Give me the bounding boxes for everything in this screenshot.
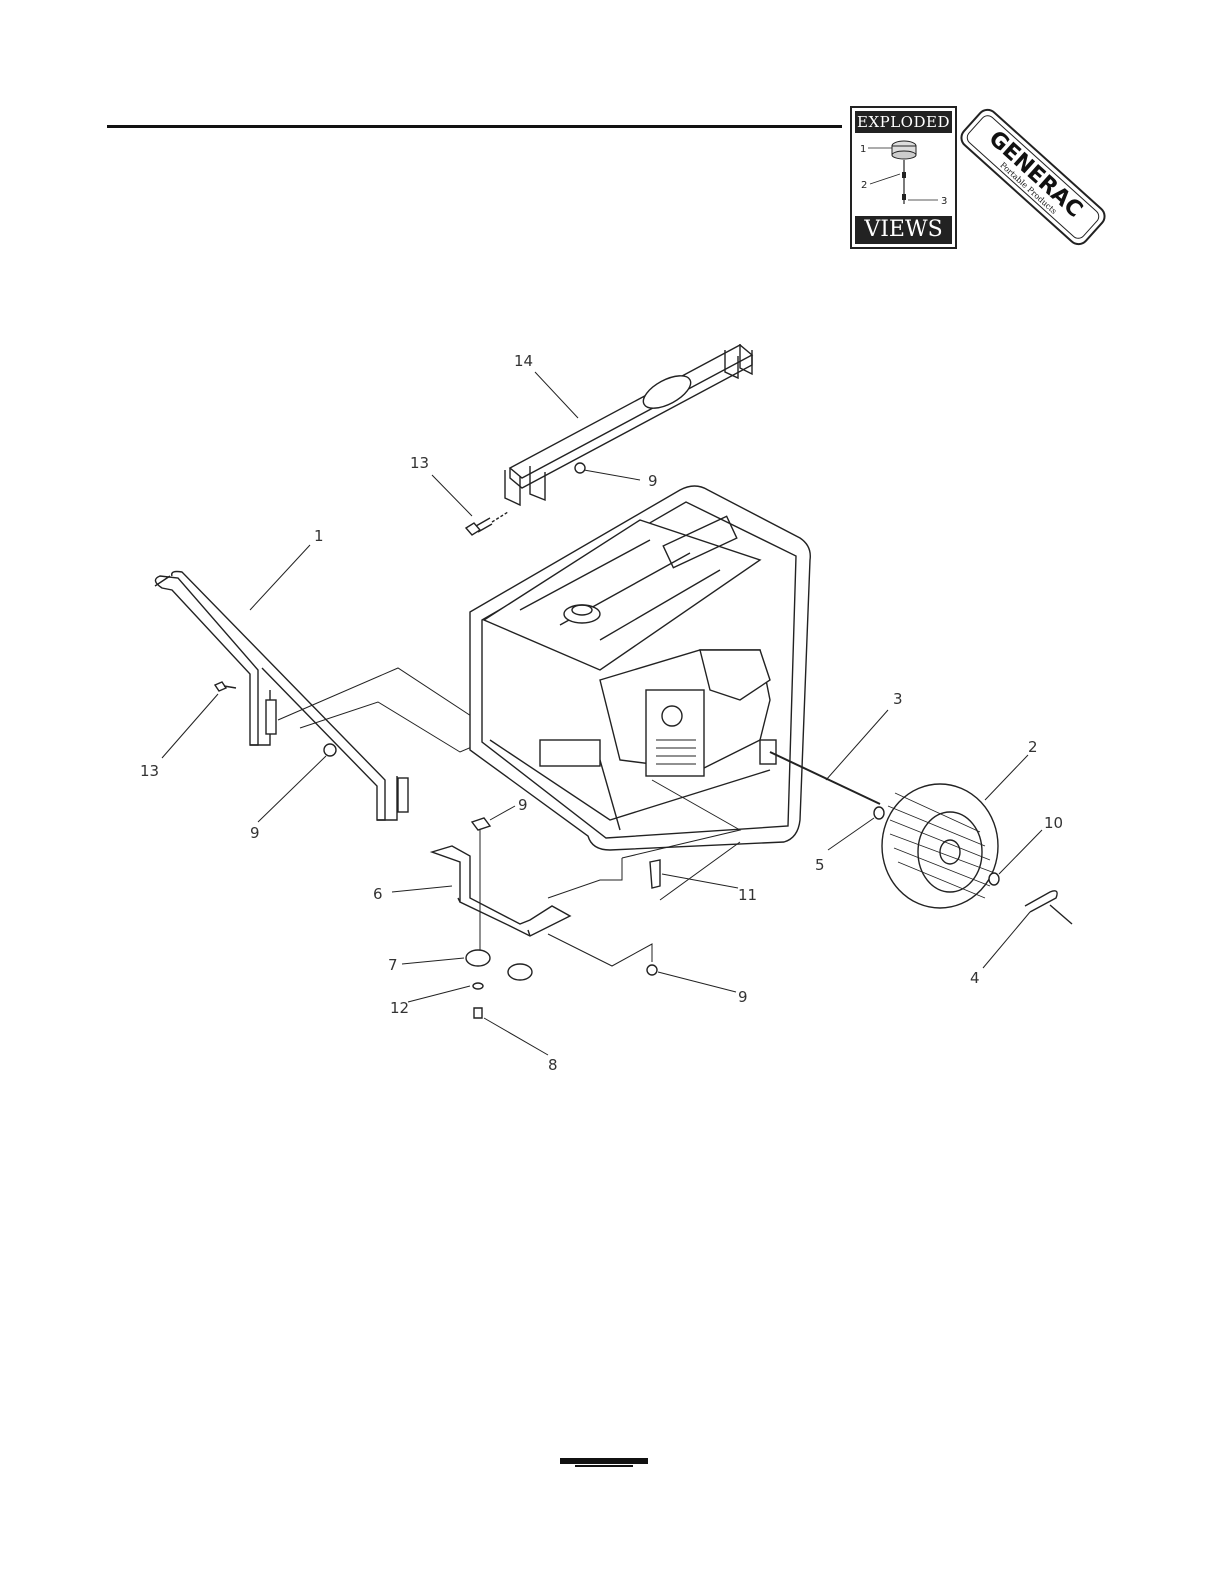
callout-1: 1	[314, 527, 324, 545]
callout-7: 7	[388, 956, 398, 974]
callout-6: 6	[373, 885, 383, 903]
callout-12: 12	[390, 999, 409, 1017]
callout-10: 10	[1044, 814, 1063, 832]
callout-4: 4	[970, 969, 980, 987]
handle-part	[155, 572, 408, 821]
callout-8: 8	[548, 1056, 558, 1074]
hitch-pin-part	[1025, 891, 1057, 912]
callout-9-top: 9	[648, 472, 658, 490]
bolt-8	[474, 1008, 482, 1018]
callout-13-left: 13	[140, 762, 159, 780]
footer-mark	[560, 1458, 648, 1464]
lifting-bar-part	[505, 344, 752, 505]
bolt-13-top	[466, 512, 508, 535]
bolt-9-bracket	[472, 818, 490, 960]
callout-9-bracket: 9	[518, 796, 528, 814]
foot-bracket-part	[432, 846, 570, 936]
callout-14: 14	[514, 352, 533, 370]
bolt-11	[650, 860, 660, 888]
callout-2: 2	[1028, 738, 1038, 756]
wheel-part	[882, 784, 998, 908]
spacer-part	[874, 807, 884, 819]
callout-9-left: 9	[250, 824, 260, 842]
bolt-13-left	[215, 682, 236, 691]
footer-mark-underline	[575, 1465, 633, 1467]
callout-13-top: 13	[410, 454, 429, 472]
nut-9-top	[575, 463, 585, 473]
washer-12	[473, 983, 483, 989]
mount-7-a	[466, 950, 490, 966]
callout-5: 5	[815, 856, 825, 874]
mount-7-b	[508, 964, 532, 980]
callout-3: 3	[893, 690, 903, 708]
washer-part	[989, 873, 999, 885]
nut-9-bottom	[647, 965, 657, 975]
nut-9-left	[324, 744, 336, 756]
callout-11: 11	[738, 886, 757, 904]
callout-9-bottom: 9	[738, 988, 748, 1006]
